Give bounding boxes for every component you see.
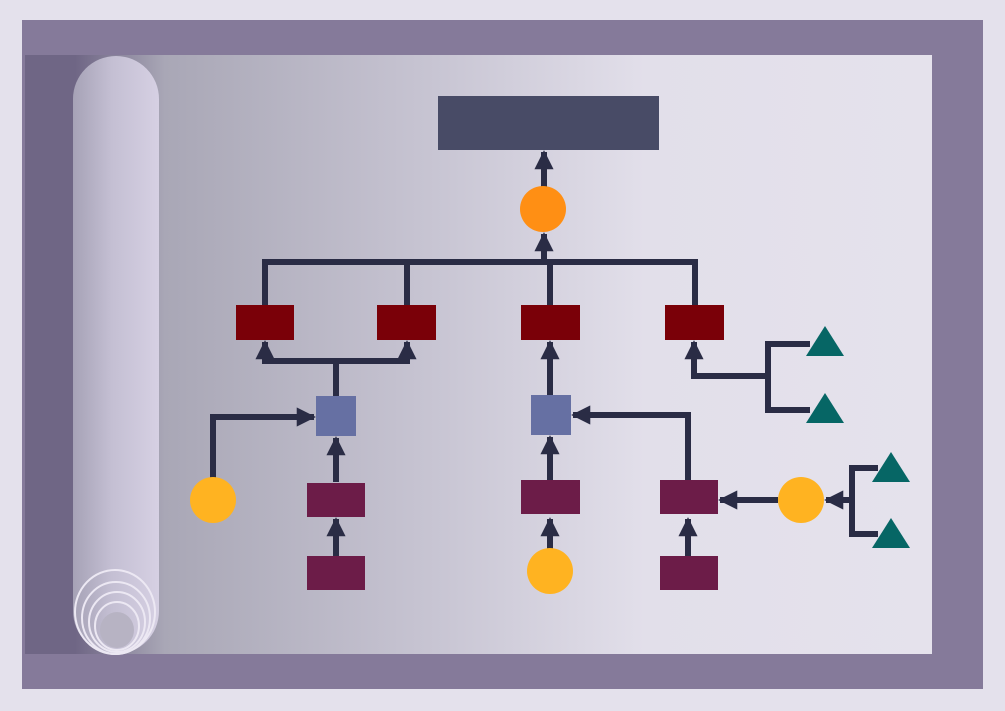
edge-blue1-red1: [255, 340, 339, 396]
hub-node: [520, 186, 566, 232]
teal-triangle-1: [806, 326, 844, 356]
edge-blue1-red2: [336, 340, 417, 364]
edge-tri-branch-1: [765, 341, 810, 413]
yellow-node-1: [190, 477, 236, 523]
edge-tris-red4: [684, 340, 768, 379]
scroll-roll-end: [74, 569, 156, 655]
yellow-node-3: [778, 477, 824, 523]
edge-tri-branch-2: [849, 465, 878, 537]
edge-reds-bus: [262, 259, 698, 305]
red-node-1: [236, 305, 294, 340]
red-node-3: [521, 305, 580, 340]
teal-triangle-3: [872, 452, 910, 482]
plum-node-5: [660, 556, 718, 590]
plum-node-2: [307, 556, 365, 590]
red-node-4: [665, 305, 724, 340]
teal-triangle-4: [872, 518, 910, 548]
blue-node-2: [531, 395, 571, 435]
scroll-paper: [25, 55, 932, 654]
edge-plum4-blue2: [571, 405, 691, 482]
plum-node-3: [521, 480, 580, 514]
root-node: [438, 96, 659, 150]
red-node-2: [377, 305, 436, 340]
yellow-node-2: [527, 548, 573, 594]
scroll-roll: [73, 56, 159, 654]
teal-triangle-2: [806, 393, 844, 423]
blue-node-1: [316, 396, 356, 436]
plum-node-4: [660, 480, 718, 514]
plum-node-1: [307, 483, 365, 517]
edge-yellow1-blue1: [210, 407, 316, 478]
